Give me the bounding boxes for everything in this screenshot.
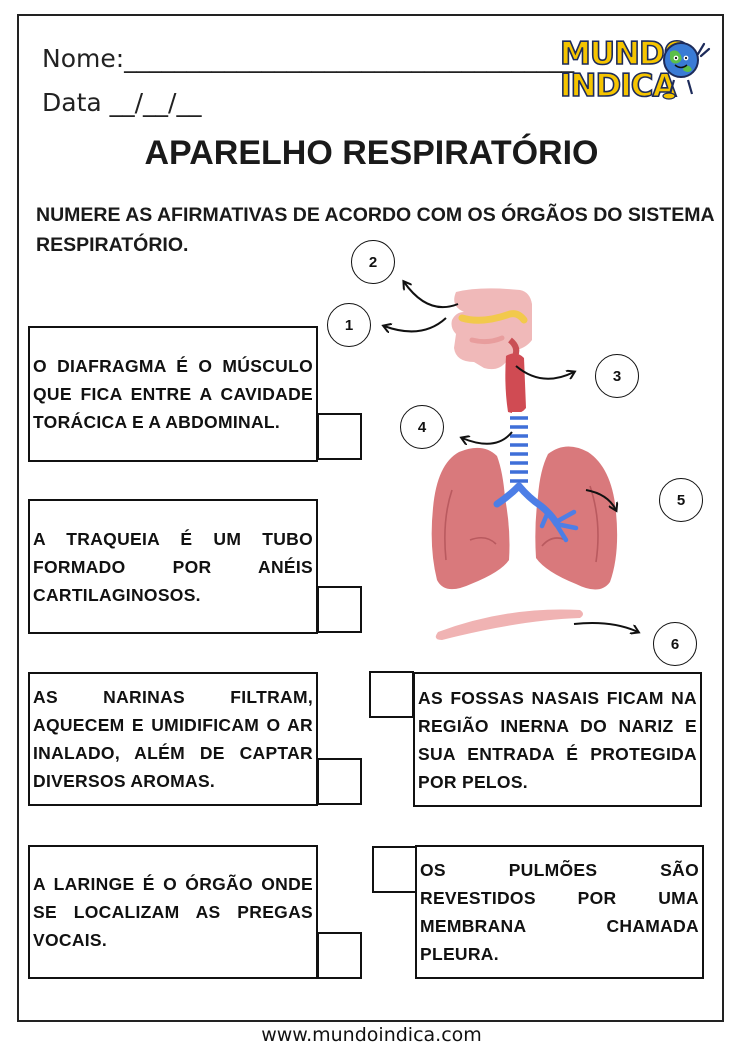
nasal-cavity-shape (451, 288, 532, 370)
globe-mascot-icon (662, 42, 711, 100)
statement-card-traqueia: A TRAQUEIA É UM TUBO FORMADO POR ANÉIS C… (28, 499, 318, 634)
diagram-number-4: 4 (400, 405, 444, 449)
answer-box-traqueia[interactable] (317, 586, 362, 633)
answer-box-diafragma[interactable] (317, 413, 362, 460)
diagram-number-2: 2 (351, 240, 395, 284)
statement-text-pulmoes: OS PULMÕES SÃO REVESTIDOS POR UMA MEMBRA… (420, 860, 699, 964)
answer-box-pulmoes[interactable] (372, 846, 417, 893)
statement-text-fossas: AS FOSSAS NASAIS FICAM NA REGIÃO INERNA … (418, 687, 697, 792)
mundo-indica-logo: MUNDO INDICA (556, 35, 716, 108)
answer-box-laringe[interactable] (317, 932, 362, 979)
diagram-number-1: 1 (327, 303, 371, 347)
left-lung-shape (431, 447, 510, 590)
statement-text-traqueia: A TRAQUEIA É UM TUBO FORMADO POR ANÉIS C… (33, 528, 313, 605)
statement-text-narinas: AS NARINAS FILTRAM, AQUECEM E UMIDIFICAM… (33, 687, 313, 791)
logo-line-2: INDICA (559, 67, 677, 105)
statement-text-laringe: A LARINGE É O ÓRGÃO ONDE SE LOCALIZAM AS… (33, 874, 313, 950)
statement-card-narinas: AS NARINAS FILTRAM, AQUECEM E UMIDIFICAM… (28, 672, 318, 806)
trachea-shape (510, 412, 528, 486)
statement-card-fossas: AS FOSSAS NASAIS FICAM NA REGIÃO INERNA … (413, 672, 702, 807)
bronchi-shape (493, 482, 579, 543)
instructions-text: NUMERE AS AFIRMATIVAS DE ACORDO COM OS Ó… (36, 204, 714, 256)
statement-card-diafragma: O DIAFRAGMA É O MÚSCULO QUE FICA ENTRE A… (28, 326, 318, 462)
diagram-number-3: 3 (595, 354, 639, 398)
answer-box-narinas[interactable] (317, 758, 362, 805)
pointer-arrows (384, 282, 638, 632)
footer-website: www.mundoindica.com (261, 1024, 482, 1046)
name-field[interactable]: Nome:___________________________________… (42, 44, 575, 73)
date-field[interactable]: Data __/__/__ (42, 88, 202, 117)
diaphragm-shape (435, 609, 583, 640)
diagram-number-5: 5 (659, 478, 703, 522)
statement-card-laringe: A LARINGE É O ÓRGÃO ONDE SE LOCALIZAM AS… (28, 845, 318, 979)
diagram-number-6: 6 (653, 622, 697, 666)
statement-text-diafragma: O DIAFRAGMA É O MÚSCULO QUE FICA ENTRE A… (33, 356, 313, 432)
larynx-shape (505, 353, 526, 414)
page-title: APARELHO RESPIRATÓRIO (144, 134, 599, 172)
statement-card-pulmoes: OS PULMÕES SÃO REVESTIDOS POR UMA MEMBRA… (415, 845, 704, 979)
worksheet-border (17, 14, 724, 1022)
answer-box-fossas[interactable] (369, 671, 414, 718)
